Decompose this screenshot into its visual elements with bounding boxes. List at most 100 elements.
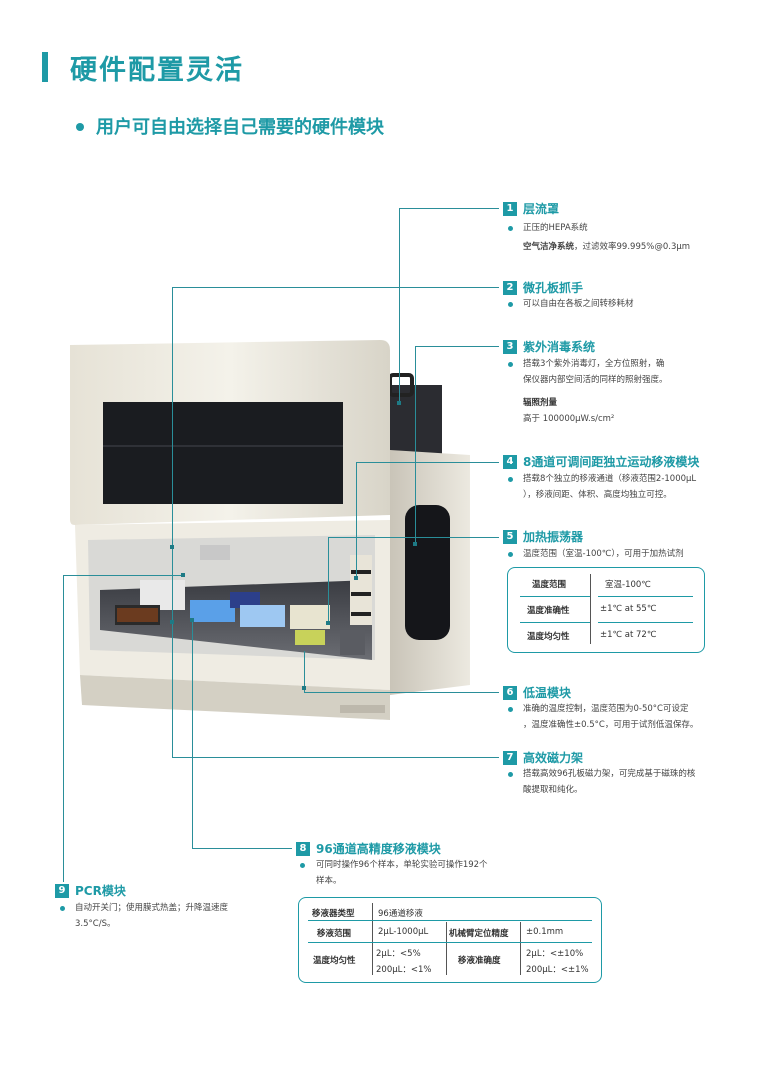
feature-8-table-rule-2 bbox=[308, 942, 592, 943]
feature-2-desc: 可以自由在各板之间转移耗材 bbox=[523, 299, 634, 309]
feature-8-r3-value3: 2μL：<±10% bbox=[526, 949, 584, 959]
feature-2-title: 微孔板抓手 bbox=[523, 281, 584, 295]
instrument-illustration bbox=[70, 340, 470, 720]
leader-dot-1 bbox=[397, 401, 401, 405]
feature-8-title: 96通道高精度移液模块 bbox=[316, 842, 441, 856]
leader-dot-8 bbox=[190, 618, 194, 622]
feature-9-title: PCR模块 bbox=[75, 884, 126, 898]
feature-4-number: 4 bbox=[503, 455, 517, 469]
feature-5-row3-key: 温度均匀性 bbox=[527, 632, 570, 642]
title-accent-bar bbox=[42, 52, 48, 82]
feature-8-number: 8 bbox=[296, 842, 310, 856]
feature-7-bullet bbox=[508, 772, 513, 777]
leader-line-9-v bbox=[63, 575, 64, 882]
leader-line-5 bbox=[328, 537, 499, 538]
feature-5-row3-value: ±1℃ at 72℃ bbox=[600, 630, 657, 640]
leader-line-4-v bbox=[356, 462, 357, 577]
feature-5-table-rule-2b bbox=[598, 622, 693, 623]
feature-6-bullet bbox=[508, 707, 513, 712]
feature-5-bullet bbox=[508, 552, 513, 557]
feature-9-number: 9 bbox=[55, 884, 69, 898]
feature-8-table-divider-2 bbox=[446, 922, 447, 975]
feature-8-bullet bbox=[300, 863, 305, 868]
feature-9-bullet bbox=[60, 906, 65, 911]
feature-5-desc: 温度范围（室温-100℃），可用于加热试剂 bbox=[523, 549, 684, 559]
feature-1-bullet bbox=[508, 226, 513, 231]
leader-line-6 bbox=[304, 692, 499, 693]
feature-8-r1-value: 96通道移液 bbox=[378, 909, 423, 919]
leader-line-4 bbox=[356, 462, 499, 463]
leader-line-3-v bbox=[415, 346, 416, 544]
feature-6-title: 低温模块 bbox=[523, 686, 572, 700]
leader-line-2 bbox=[172, 287, 499, 288]
feature-3-dose-label: 辐照剂量 bbox=[523, 398, 558, 408]
feature-9-desc-line2: 3.5°C/S。 bbox=[75, 919, 116, 929]
feature-3-number: 3 bbox=[503, 340, 517, 354]
feature-8-spec-table bbox=[298, 897, 602, 983]
feature-1-title: 层流罩 bbox=[523, 202, 560, 216]
leader-line-7 bbox=[172, 757, 499, 758]
leader-line-5-v bbox=[328, 537, 329, 623]
leader-dot-2 bbox=[170, 545, 174, 549]
feature-8-table-rule-1 bbox=[308, 920, 592, 921]
feature-5-title: 加热振荡器 bbox=[523, 530, 584, 544]
feature-8-r2-key2: 机械臂定位精度 bbox=[449, 929, 509, 939]
leader-line-2-v bbox=[172, 287, 173, 757]
feature-3-desc-line1: 搭载3个紫外消毒灯，全方位照射，确 bbox=[523, 359, 665, 369]
page-title: 硬件配置灵活 bbox=[70, 55, 244, 86]
feature-4-desc-line1: 搭载8个独立的移液通道（移液范围2-1000μL bbox=[523, 474, 697, 484]
feature-8-r3-value2: 200μL：<1% bbox=[376, 965, 432, 975]
feature-4-desc-line2: ），移液间距、体积、高度均独立可控。 bbox=[523, 490, 672, 500]
feature-1-number: 1 bbox=[503, 202, 517, 216]
feature-5-row1-key: 温度范围 bbox=[532, 580, 567, 590]
feature-8-r2-value: 2μL-1000μL bbox=[378, 927, 429, 937]
leader-dot-9 bbox=[181, 573, 185, 577]
feature-8-r1-key: 移液器类型 bbox=[312, 909, 355, 919]
feature-1-desc2-bold: 空气洁净系统 bbox=[523, 242, 575, 252]
feature-3-title: 紫外消毒系统 bbox=[523, 340, 596, 354]
feature-8-table-divider-3 bbox=[520, 922, 521, 975]
feature-3-bullet bbox=[508, 362, 513, 367]
feature-5-number: 5 bbox=[503, 530, 517, 544]
leader-line-1 bbox=[399, 208, 499, 209]
leader-line-6-v bbox=[304, 651, 305, 693]
leader-dot-7 bbox=[170, 620, 174, 624]
leader-line-9 bbox=[63, 575, 183, 576]
feature-3-desc-line2: 保仪器内部空间活的同样的照射强度。 bbox=[523, 375, 668, 385]
feature-1-desc2: 空气洁净系统，过滤效率99.995%@0.3μm bbox=[523, 240, 690, 252]
leader-line-8-v bbox=[192, 620, 193, 848]
feature-6-desc-line2: ，温度准确性±0.5°C，可用于试剂低温保存。 bbox=[523, 720, 699, 730]
feature-5-table-rule-2 bbox=[520, 622, 590, 623]
feature-1-desc: 正压的HEPA系统 bbox=[523, 223, 588, 233]
feature-8-r3-key: 温度均匀性 bbox=[313, 956, 356, 966]
feature-7-title: 高效磁力架 bbox=[523, 751, 584, 765]
feature-8-desc-line1: 可同时操作96个样本，单轮实验可操作192个 bbox=[316, 860, 488, 870]
leader-line-8 bbox=[192, 848, 292, 849]
leader-dot-4 bbox=[354, 576, 358, 580]
feature-9-desc-line1: 自动开关门；使用膜式热盖；升降温速度 bbox=[75, 903, 229, 913]
leader-dot-6 bbox=[302, 686, 306, 690]
feature-8-desc-line2: 样本。 bbox=[316, 876, 342, 886]
feature-7-desc-line2: 酸提取和纯化。 bbox=[523, 785, 583, 795]
feature-5-row2-value: ±1℃ at 55℃ bbox=[600, 604, 657, 614]
feature-8-r3-value1: 2μL：<5% bbox=[376, 949, 421, 959]
feature-5-table-rule-1b bbox=[598, 596, 693, 597]
feature-1-desc2-rest: ，过滤效率99.995%@0.3μm bbox=[574, 242, 691, 252]
leader-line-1-v bbox=[399, 208, 400, 403]
leader-line-3 bbox=[415, 346, 499, 347]
feature-5-table-divider bbox=[590, 574, 591, 644]
leader-dot-3 bbox=[413, 542, 417, 546]
page-subtitle: 用户可自由选择自己需要的硬件模块 bbox=[96, 117, 384, 138]
feature-5-table-rule-1 bbox=[520, 596, 590, 597]
leader-dot-5 bbox=[326, 621, 330, 625]
feature-2-number: 2 bbox=[503, 281, 517, 295]
feature-5-row1-value: 室温-100℃ bbox=[605, 580, 651, 590]
feature-2-bullet bbox=[508, 302, 513, 307]
feature-5-row2-key: 温度准确性 bbox=[527, 606, 570, 616]
feature-7-desc-line1: 搭载高效96孔板磁力架，可完成基于磁珠的核 bbox=[523, 769, 696, 779]
feature-8-r2-key: 移液范围 bbox=[317, 929, 352, 939]
feature-8-r3-key2: 移液准确度 bbox=[458, 956, 501, 966]
feature-3-dose-value: 高于 100000μW.s/cm² bbox=[523, 414, 615, 424]
feature-5-spec-table bbox=[507, 567, 705, 653]
feature-8-table-divider-1 bbox=[372, 903, 373, 975]
